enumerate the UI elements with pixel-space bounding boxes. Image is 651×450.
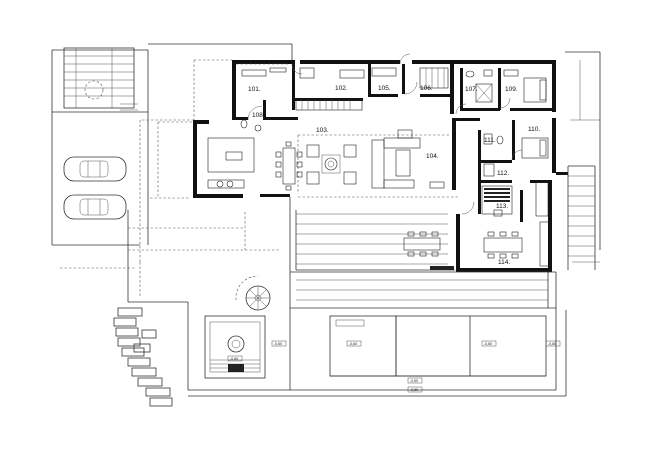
furniture-102	[295, 67, 365, 111]
room-label-102: 102.	[335, 85, 348, 92]
room-label-104: 104.	[426, 153, 439, 160]
furniture-109	[503, 69, 547, 103]
furniture-lounge	[306, 144, 357, 185]
furniture-103	[207, 137, 303, 191]
furniture-111-112	[483, 133, 504, 177]
stepping-stones	[113, 307, 173, 407]
furniture-105	[371, 67, 397, 77]
level-mark: -0,60	[274, 342, 282, 346]
level-mark: -0,60	[230, 357, 238, 361]
room-label-106: 106.	[420, 85, 433, 92]
furniture-113	[481, 181, 551, 267]
level-mark: -0,60	[548, 342, 556, 346]
room-label-107: 107.	[465, 86, 478, 93]
level-marks: -0,60 -0,60 -0,60 -0,60 -0,60 -0,60 -0,6…	[227, 340, 561, 393]
room-label-114: 114.	[498, 259, 510, 266]
room-label-108: 108.	[252, 112, 265, 119]
furniture-104	[371, 129, 445, 189]
furniture-108	[240, 119, 262, 132]
parked-car	[63, 156, 127, 182]
room-label-101: 101.	[248, 86, 261, 93]
level-mark: -0,60	[410, 379, 418, 383]
pool-area	[204, 315, 547, 379]
furniture-101	[236, 63, 288, 77]
level-mark: -0,60	[410, 388, 418, 392]
furniture-114	[483, 231, 523, 259]
room-label-103: 103.	[316, 127, 329, 134]
room-label-111: 111.	[484, 137, 496, 144]
level-mark: -0,60	[484, 342, 492, 346]
room-label-112: 112.	[497, 170, 509, 177]
furniture-107	[465, 69, 493, 103]
spiral-stair	[235, 275, 271, 311]
room-label-113: 113.	[496, 203, 508, 210]
room-label-109: 109.	[505, 86, 518, 93]
parked-car	[63, 194, 127, 220]
building-walls	[193, 59, 568, 272]
furniture-106	[419, 67, 449, 89]
hatched-boundaries	[139, 119, 460, 262]
furniture-110	[521, 137, 549, 159]
room-label-105: 105.	[378, 85, 391, 92]
door-swings	[247, 53, 523, 215]
terrace-deck	[289, 165, 600, 390]
site-lines	[51, 43, 601, 397]
level-mark: -0,60	[349, 342, 357, 346]
room-label-110: 110.	[528, 126, 540, 133]
room-labels: 101. 102. 103. 104. 105. 106. 107. 108. …	[248, 85, 540, 266]
